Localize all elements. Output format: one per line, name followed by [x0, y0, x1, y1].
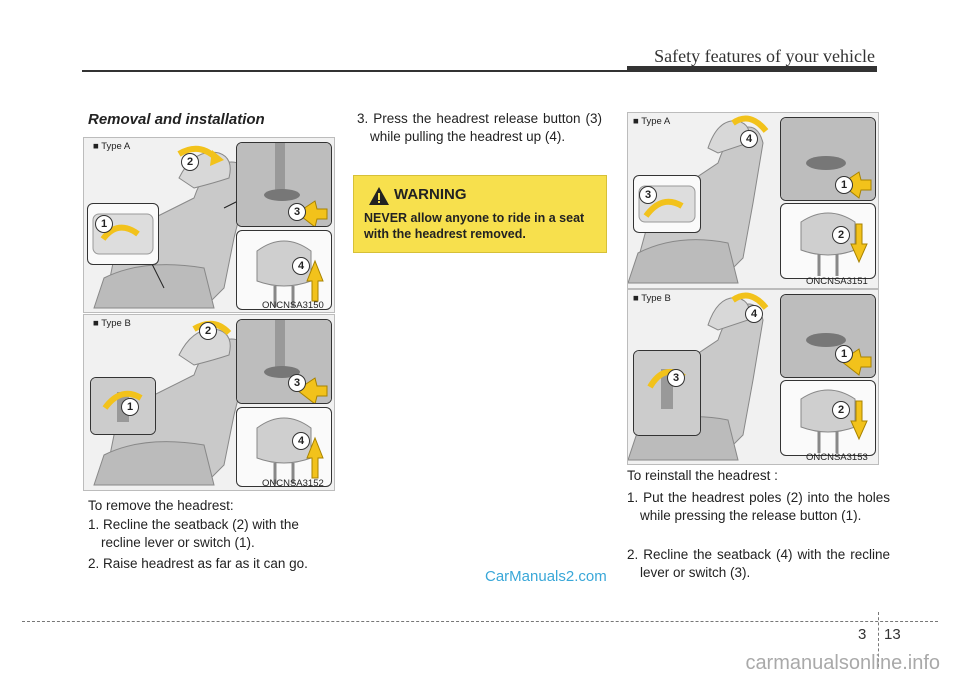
figure-code: ONCNSA3153 — [806, 452, 868, 463]
callout-fig3-4: 4 — [740, 130, 758, 148]
header-rule — [82, 70, 877, 72]
figure-code: ONCNSA3150 — [262, 300, 324, 311]
warning-box: WARNING NEVER allow anyone to ride in a … — [353, 175, 607, 253]
seat-illustration — [93, 320, 250, 486]
removal-step-1: 1. Recline the seatback (2) with the rec… — [88, 517, 299, 550]
figure-tag: ■ Type A — [633, 116, 671, 127]
page-number: 13 — [884, 626, 901, 643]
callout-fig2-4: 4 — [292, 432, 310, 450]
removal-step-2: 2. Raise headrest as far as it can go. — [88, 556, 308, 571]
warning-triangle-icon — [369, 187, 389, 205]
removal-step-3: 3. Press the headrest release button (3)… — [357, 111, 602, 144]
figure-type-a-removal: ■ Type A ONCNSA3150 — [83, 137, 335, 313]
callout-fig4-1: 1 — [835, 345, 853, 363]
header-bar — [627, 66, 877, 72]
warning-title: WARNING — [394, 186, 467, 203]
chapter-number: 3 — [858, 626, 867, 643]
figure-tag: ■ Type B — [93, 318, 131, 329]
callout-fig4-4: 4 — [745, 305, 763, 323]
callout-fig1-2: 2 — [181, 153, 199, 171]
bottom-watermark[interactable]: carmanualsonline.info — [745, 652, 940, 674]
footer-divider — [878, 612, 879, 667]
warning-text: NEVER allow anyone to ride in a seat wit… — [364, 211, 585, 241]
callout-fig3-1: 1 — [835, 176, 853, 194]
figure-tag: ■ Type B — [633, 293, 671, 304]
callout-fig3-3: 3 — [639, 186, 657, 204]
reinstall-intro: To reinstall the headrest : — [627, 468, 778, 483]
callout-fig1-1: 1 — [95, 215, 113, 233]
section-title: Removal and installation — [88, 111, 265, 128]
callout-fig3-2: 2 — [832, 226, 850, 244]
callout-fig4-2: 2 — [832, 401, 850, 419]
header-title: Safety features of your vehicle — [654, 46, 875, 66]
footer-rule — [22, 621, 938, 622]
figure-type-a-install: ■ Type A ONCNSA3151 — [627, 112, 879, 289]
removal-intro: To remove the headrest: — [88, 498, 234, 513]
figure-tag: ■ Type A — [93, 141, 131, 152]
callout-fig2-2: 2 — [199, 322, 217, 340]
callout-fig1-4: 4 — [292, 257, 310, 275]
figure-code: ONCNSA3152 — [262, 478, 324, 489]
reinstall-step-2: 2. Recline the seatback (4) with the rec… — [627, 547, 890, 580]
site-watermark[interactable]: CarManuals2.com — [485, 568, 607, 585]
callout-fig1-3: 3 — [288, 203, 306, 221]
callout-fig2-3: 3 — [288, 374, 306, 392]
callout-fig2-1: 1 — [121, 398, 139, 416]
seat-illustration — [93, 145, 250, 309]
figure-code: ONCNSA3151 — [806, 276, 868, 287]
figure-type-b-install: ■ Type B ONCNSA3153 — [627, 289, 879, 465]
reinstall-step-1: 1. Put the headrest poles (2) into the h… — [627, 490, 890, 523]
callout-fig4-3: 3 — [667, 369, 685, 387]
